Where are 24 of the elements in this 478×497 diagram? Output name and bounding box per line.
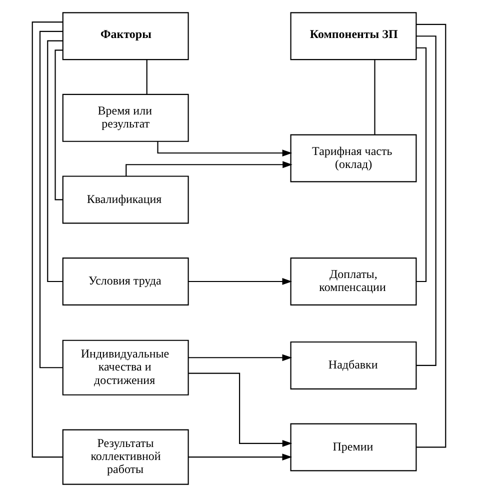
connector [47, 40, 63, 282]
node-box: Условия труда [62, 258, 189, 306]
node-box: Квалификация [62, 176, 189, 224]
connector [32, 22, 63, 458]
node-box: Факторы [62, 12, 189, 60]
connector [416, 47, 427, 282]
node-box: Индивидуальные качества и достижения [62, 340, 189, 396]
arrow [188, 454, 292, 460]
node-box: Время или результат [62, 94, 189, 142]
node-box: Доплаты, компенсации [290, 258, 417, 306]
node-box: Надбавки [290, 341, 417, 390]
connector [416, 36, 436, 366]
connector [146, 60, 148, 94]
connector [54, 50, 63, 200]
arrow [188, 278, 292, 285]
arrow [188, 354, 292, 362]
arrow [188, 372, 292, 447]
connector [39, 30, 62, 368]
connector [374, 60, 376, 135]
node-box: Тарифная часть (оклад) [290, 134, 417, 182]
connector [416, 24, 446, 448]
node-box: Премии [290, 423, 417, 472]
node-box: Результаты коллективной работы [62, 429, 189, 485]
node-box: Компоненты ЗП [290, 12, 417, 60]
